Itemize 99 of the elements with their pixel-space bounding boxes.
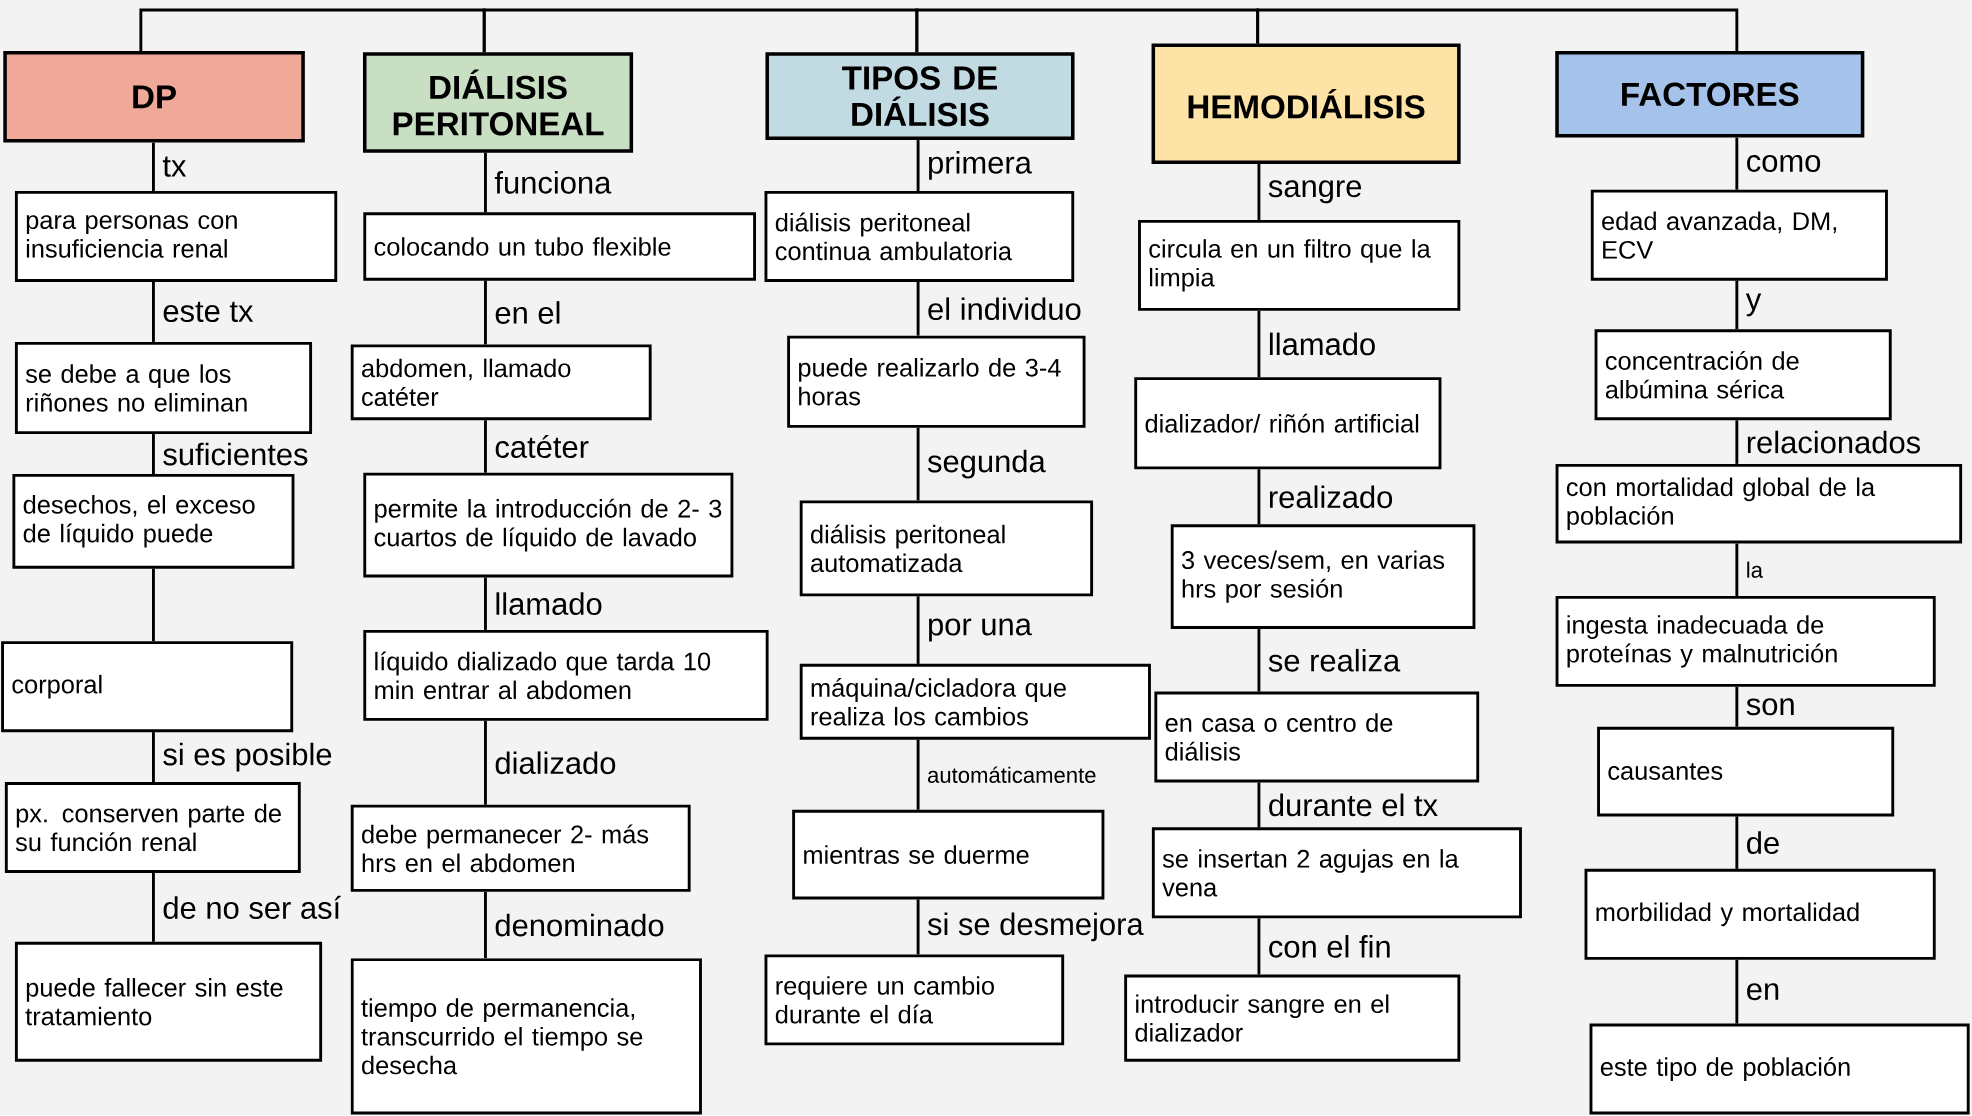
header-box: DIÁLISIS PERITONEAL: [363, 52, 634, 153]
concept-box: este tipo de población: [1589, 1023, 1970, 1115]
edge-label: se realiza: [1268, 649, 1401, 672]
edge-label: relacionados: [1747, 430, 1921, 454]
edge-label: catéter: [495, 435, 589, 459]
concept-box: ingesta inadecuada de proteínas y malnutrición: [1555, 596, 1936, 688]
connector-line: [1735, 280, 1739, 330]
concept-box: causantes: [1597, 727, 1895, 817]
edge-label: denominado: [495, 913, 664, 937]
connector-line: [1735, 543, 1739, 597]
connector-line: [1735, 687, 1739, 727]
concept-box: 3 veces/sem, en varias hrs por sesión: [1170, 524, 1476, 630]
header-box: HEMODIÁLISIS: [1151, 43, 1461, 165]
edge-label: por una: [929, 618, 1032, 642]
concept-box: se insertan 2 agujas en la vena: [1151, 827, 1522, 919]
edge-label: automáticamente: [928, 766, 1096, 784]
connector-line: [916, 428, 920, 501]
connector-line: [484, 280, 487, 345]
header-box: DP: [3, 51, 305, 143]
concept-box: circula en un filtro que la limpia: [1138, 220, 1461, 312]
connector-line: [1735, 420, 1739, 465]
edge-label: como: [1747, 155, 1821, 173]
connector-line: [152, 282, 155, 343]
connector-line: [152, 732, 155, 783]
connector-line: [916, 282, 920, 336]
concept-box: para personas con insuficiencia renal: [14, 191, 338, 283]
concept-box: desechos, el exceso de líquido puede: [12, 474, 295, 569]
connector-line: [1735, 960, 1739, 1024]
edge-label: el individuo: [928, 297, 1081, 321]
edge-label: sangre: [1268, 180, 1362, 204]
concept-box: colocando un tubo flexible: [363, 212, 756, 281]
concept-box: puede fallecer sin este tratamiento: [14, 942, 323, 1062]
connector-line: [1257, 164, 1261, 221]
connector-line: [916, 899, 920, 955]
concept-box: diálisis peritoneal automatizada: [799, 500, 1094, 597]
edge-label: en: [1747, 983, 1779, 1001]
edge-label: realizado: [1269, 485, 1393, 509]
edge-label: son: [1746, 698, 1794, 716]
concept-box: puede realizarlo de 3-4 horas: [787, 335, 1086, 428]
concept-box: máquina/cicladora que realiza los cambios: [799, 664, 1151, 740]
connector-line: [152, 873, 155, 943]
connector-line: [916, 739, 920, 810]
connector-line: [139, 8, 486, 53]
connector-line: [1257, 311, 1261, 378]
concept-box: introducir sangre en el dializador: [1124, 974, 1461, 1062]
connector-line: [916, 596, 920, 665]
connector-line: [1257, 782, 1261, 828]
concept-box: concentración de albúmina sérica: [1594, 329, 1892, 421]
concept-box: dializador/ riñón artificial: [1134, 377, 1442, 470]
connector-line: [1257, 629, 1261, 692]
edge-label: si se desmejora: [927, 912, 1144, 942]
concept-box: se debe a que los riñones no eliminan: [14, 342, 313, 435]
connector-line: [484, 721, 487, 805]
concept-box: mientras se duerme: [792, 809, 1105, 900]
header-box: FACTORES: [1555, 51, 1865, 138]
edge-label: este tx: [163, 301, 254, 323]
concept-box: corporal: [1, 641, 294, 733]
connector-line: [152, 434, 155, 475]
connector-line: [1257, 918, 1261, 975]
connector-line: [484, 892, 487, 959]
edge-label: llamado: [1269, 332, 1375, 356]
concept-box: permite la introducción de 2- 3 cuartos de líquido de lavado: [363, 472, 734, 578]
edge-label: de: [1747, 831, 1779, 855]
edge-label: la: [1747, 561, 1763, 579]
edge-label: tx: [162, 156, 187, 177]
edge-label: con el fin: [1269, 935, 1390, 958]
connector-line: [152, 568, 155, 642]
edge-label: dializado: [495, 751, 616, 775]
edge-label: segunda: [927, 449, 1046, 479]
edge-label: funciona: [494, 171, 612, 194]
concept-box: diálisis peritoneal continua ambulatoria: [764, 191, 1075, 283]
concept-box: con mortalidad global de la población: [1555, 464, 1963, 544]
edge-label: primera: [929, 151, 1032, 180]
edge-label: durante el tx: [1269, 793, 1438, 817]
edge-label: de no ser así: [163, 896, 341, 920]
connector-line: [916, 140, 920, 192]
edge-label: en el: [495, 301, 560, 325]
connector-line: [484, 152, 487, 213]
connector-line: [1735, 816, 1739, 870]
connector-line: [484, 577, 487, 631]
edge-label: si es posible: [163, 742, 332, 772]
header-box: TIPOS DE DIÁLISIS: [765, 52, 1075, 141]
concept-box: tiempo de permanencia, transcurrido el tiempo se desecha: [350, 958, 702, 1115]
connector-line: [1256, 8, 1739, 52]
edge-label: suficientes: [163, 442, 308, 466]
connector-line: [1257, 469, 1261, 525]
concept-box: debe permanecer 2- más hrs en el abdomen: [350, 804, 691, 893]
concept-box: en casa o centro de diálisis: [1154, 691, 1480, 783]
concept-box: abdomen, llamado catéter: [350, 344, 652, 421]
connector-line: [484, 420, 487, 473]
connector-line: [152, 142, 155, 192]
concept-box: morbilidad y mortalidad: [1584, 869, 1936, 960]
concept-box: edad avanzada, DM, ECV: [1590, 189, 1888, 281]
connector-line: [1735, 137, 1739, 190]
edge-label: llamado: [496, 592, 602, 616]
concept-box: líquido dializado que tarda 10 min entrar al abdomen: [363, 630, 769, 722]
concept-box: requiere un cambio durante el día: [764, 954, 1065, 1046]
concept-box: px. conserven parte de su función renal: [4, 782, 301, 874]
edge-label: y: [1745, 293, 1762, 317]
